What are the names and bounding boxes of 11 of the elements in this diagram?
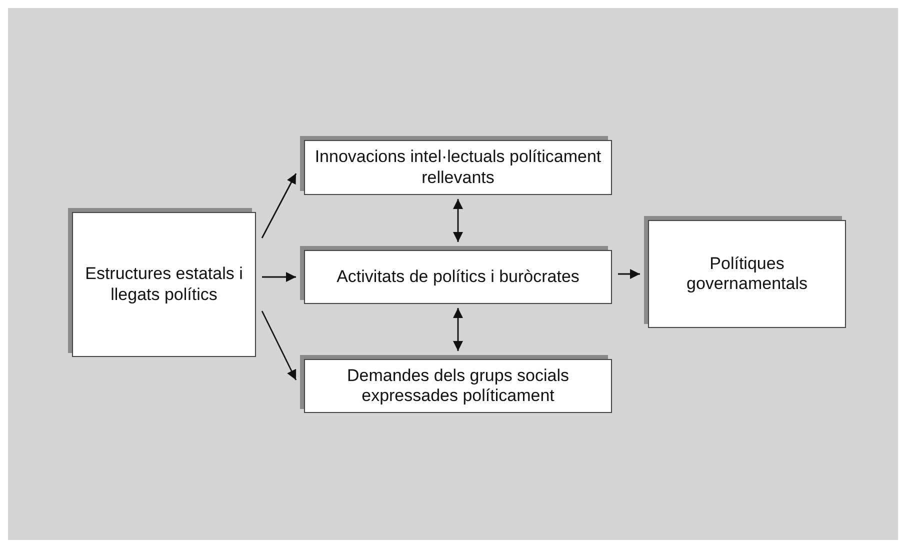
arrow [261, 310, 297, 380]
box-label: Activitats de polítics i buròcrates [336, 266, 580, 288]
box-label: Innovacions intel·lectuals políticament rellevants [314, 147, 602, 188]
arrow [453, 199, 463, 242]
arrow [618, 269, 640, 279]
box-label: Estructures estatals i llegats polítics [84, 264, 244, 305]
arrow [262, 272, 296, 282]
arrow [261, 173, 297, 238]
box-label: Polítiques governamentals [686, 254, 808, 294]
arrow [453, 308, 463, 351]
box-label: Demandes dels grups socials expressades políticament [346, 366, 570, 406]
